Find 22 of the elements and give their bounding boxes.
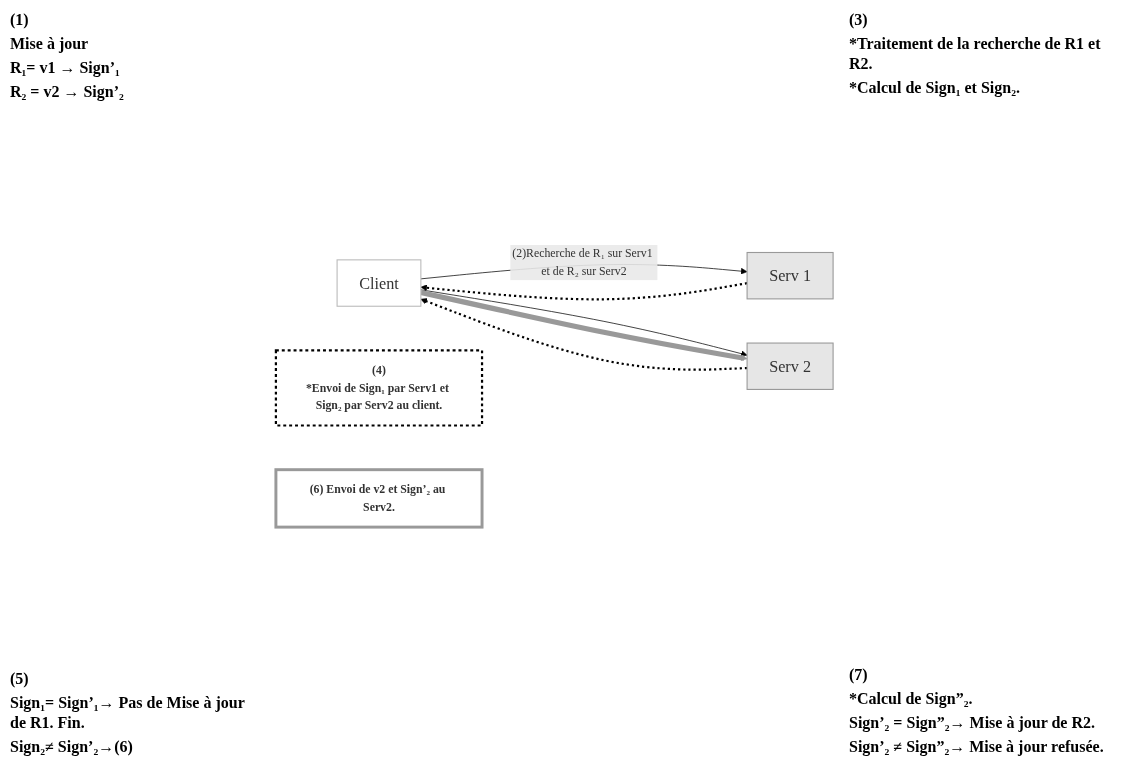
note-text: *Traitement de la recherche de R1 et R2. bbox=[849, 34, 1102, 74]
arrow bbox=[420, 297, 748, 371]
node-box: Serv 1 bbox=[746, 251, 834, 299]
node-box: (4) *Envoi de Sign₁ par Serv1 et Sign₂ par Serv2 au client. bbox=[274, 348, 484, 427]
note-text: Sign’₂ ≠ Sign”₂→ Mise à jour refusée. bbox=[849, 737, 1105, 757]
note-text: Sign’₂ = Sign”₂→ Mise à jour de R2. bbox=[849, 713, 1096, 733]
note-text: (7) bbox=[849, 665, 869, 685]
edge-label: (2)Recherche de R₁ sur Serv1 et de R₂ sur Serv2 bbox=[512, 246, 653, 277]
arrow bbox=[420, 281, 748, 300]
node-box: (6) Envoi de v2 et Sign’₂ au Serv2. bbox=[274, 467, 484, 529]
note-text: Mise à jour bbox=[10, 34, 90, 54]
note-text: Sign₁= Sign’₁→ Pas de Mise à jour de R1. Fin. bbox=[10, 693, 246, 733]
node-box: Client bbox=[336, 258, 422, 307]
node-box: Serv 2 bbox=[746, 342, 834, 390]
note-text: Sign₂≠ Sign’₂→(6) bbox=[10, 737, 134, 757]
note-text: R₁= v1 → Sign’₁ bbox=[10, 58, 121, 78]
note-text: (3) bbox=[849, 10, 869, 30]
note-text: (5) bbox=[10, 669, 30, 689]
note-text: R₂ = v2 → Sign’₂ bbox=[10, 82, 125, 102]
note-text: *Calcul de Sign₁ et Sign₂. bbox=[849, 78, 1021, 98]
note-text: *Calcul de Sign”₂. bbox=[849, 689, 974, 709]
note-text: (1) bbox=[10, 10, 30, 30]
